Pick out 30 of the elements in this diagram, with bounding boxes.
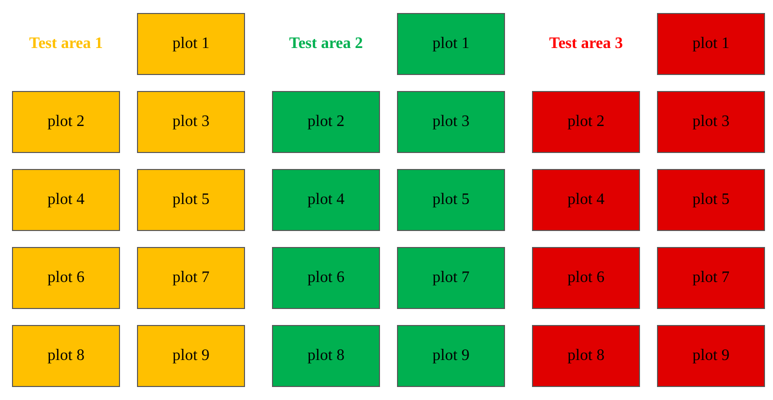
plot-box: plot 3 — [137, 91, 245, 153]
plot-box: plot 6 — [272, 247, 380, 309]
plot-box: plot 4 — [12, 169, 120, 231]
plot-box: plot 7 — [137, 247, 245, 309]
plot-box: plot 1 — [657, 13, 765, 75]
plot-box: plot 9 — [657, 325, 765, 387]
plot-box: plot 4 — [272, 169, 380, 231]
plot-box: plot 1 — [137, 13, 245, 75]
plot-box: plot 9 — [397, 325, 505, 387]
plot-box: plot 1 — [397, 13, 505, 75]
area-heading: Test area 3 — [549, 35, 623, 53]
plot-box: plot 8 — [12, 325, 120, 387]
plot-box: plot 3 — [397, 91, 505, 153]
plot-box: plot 6 — [532, 247, 640, 309]
plot-box: plot 2 — [12, 91, 120, 153]
plot-box: plot 4 — [532, 169, 640, 231]
area-heading: Test area 1 — [29, 35, 103, 53]
plot-box: plot 9 — [137, 325, 245, 387]
plot-box: plot 2 — [272, 91, 380, 153]
plot-box: plot 8 — [272, 325, 380, 387]
plot-box: plot 5 — [657, 169, 765, 231]
plot-box: plot 3 — [657, 91, 765, 153]
plot-box: plot 7 — [397, 247, 505, 309]
area-heading: Test area 2 — [289, 35, 363, 53]
plot-box: plot 2 — [532, 91, 640, 153]
plot-box: plot 6 — [12, 247, 120, 309]
plot-box: plot 7 — [657, 247, 765, 309]
plot-box: plot 5 — [137, 169, 245, 231]
plot-box: plot 5 — [397, 169, 505, 231]
plot-box: plot 8 — [532, 325, 640, 387]
